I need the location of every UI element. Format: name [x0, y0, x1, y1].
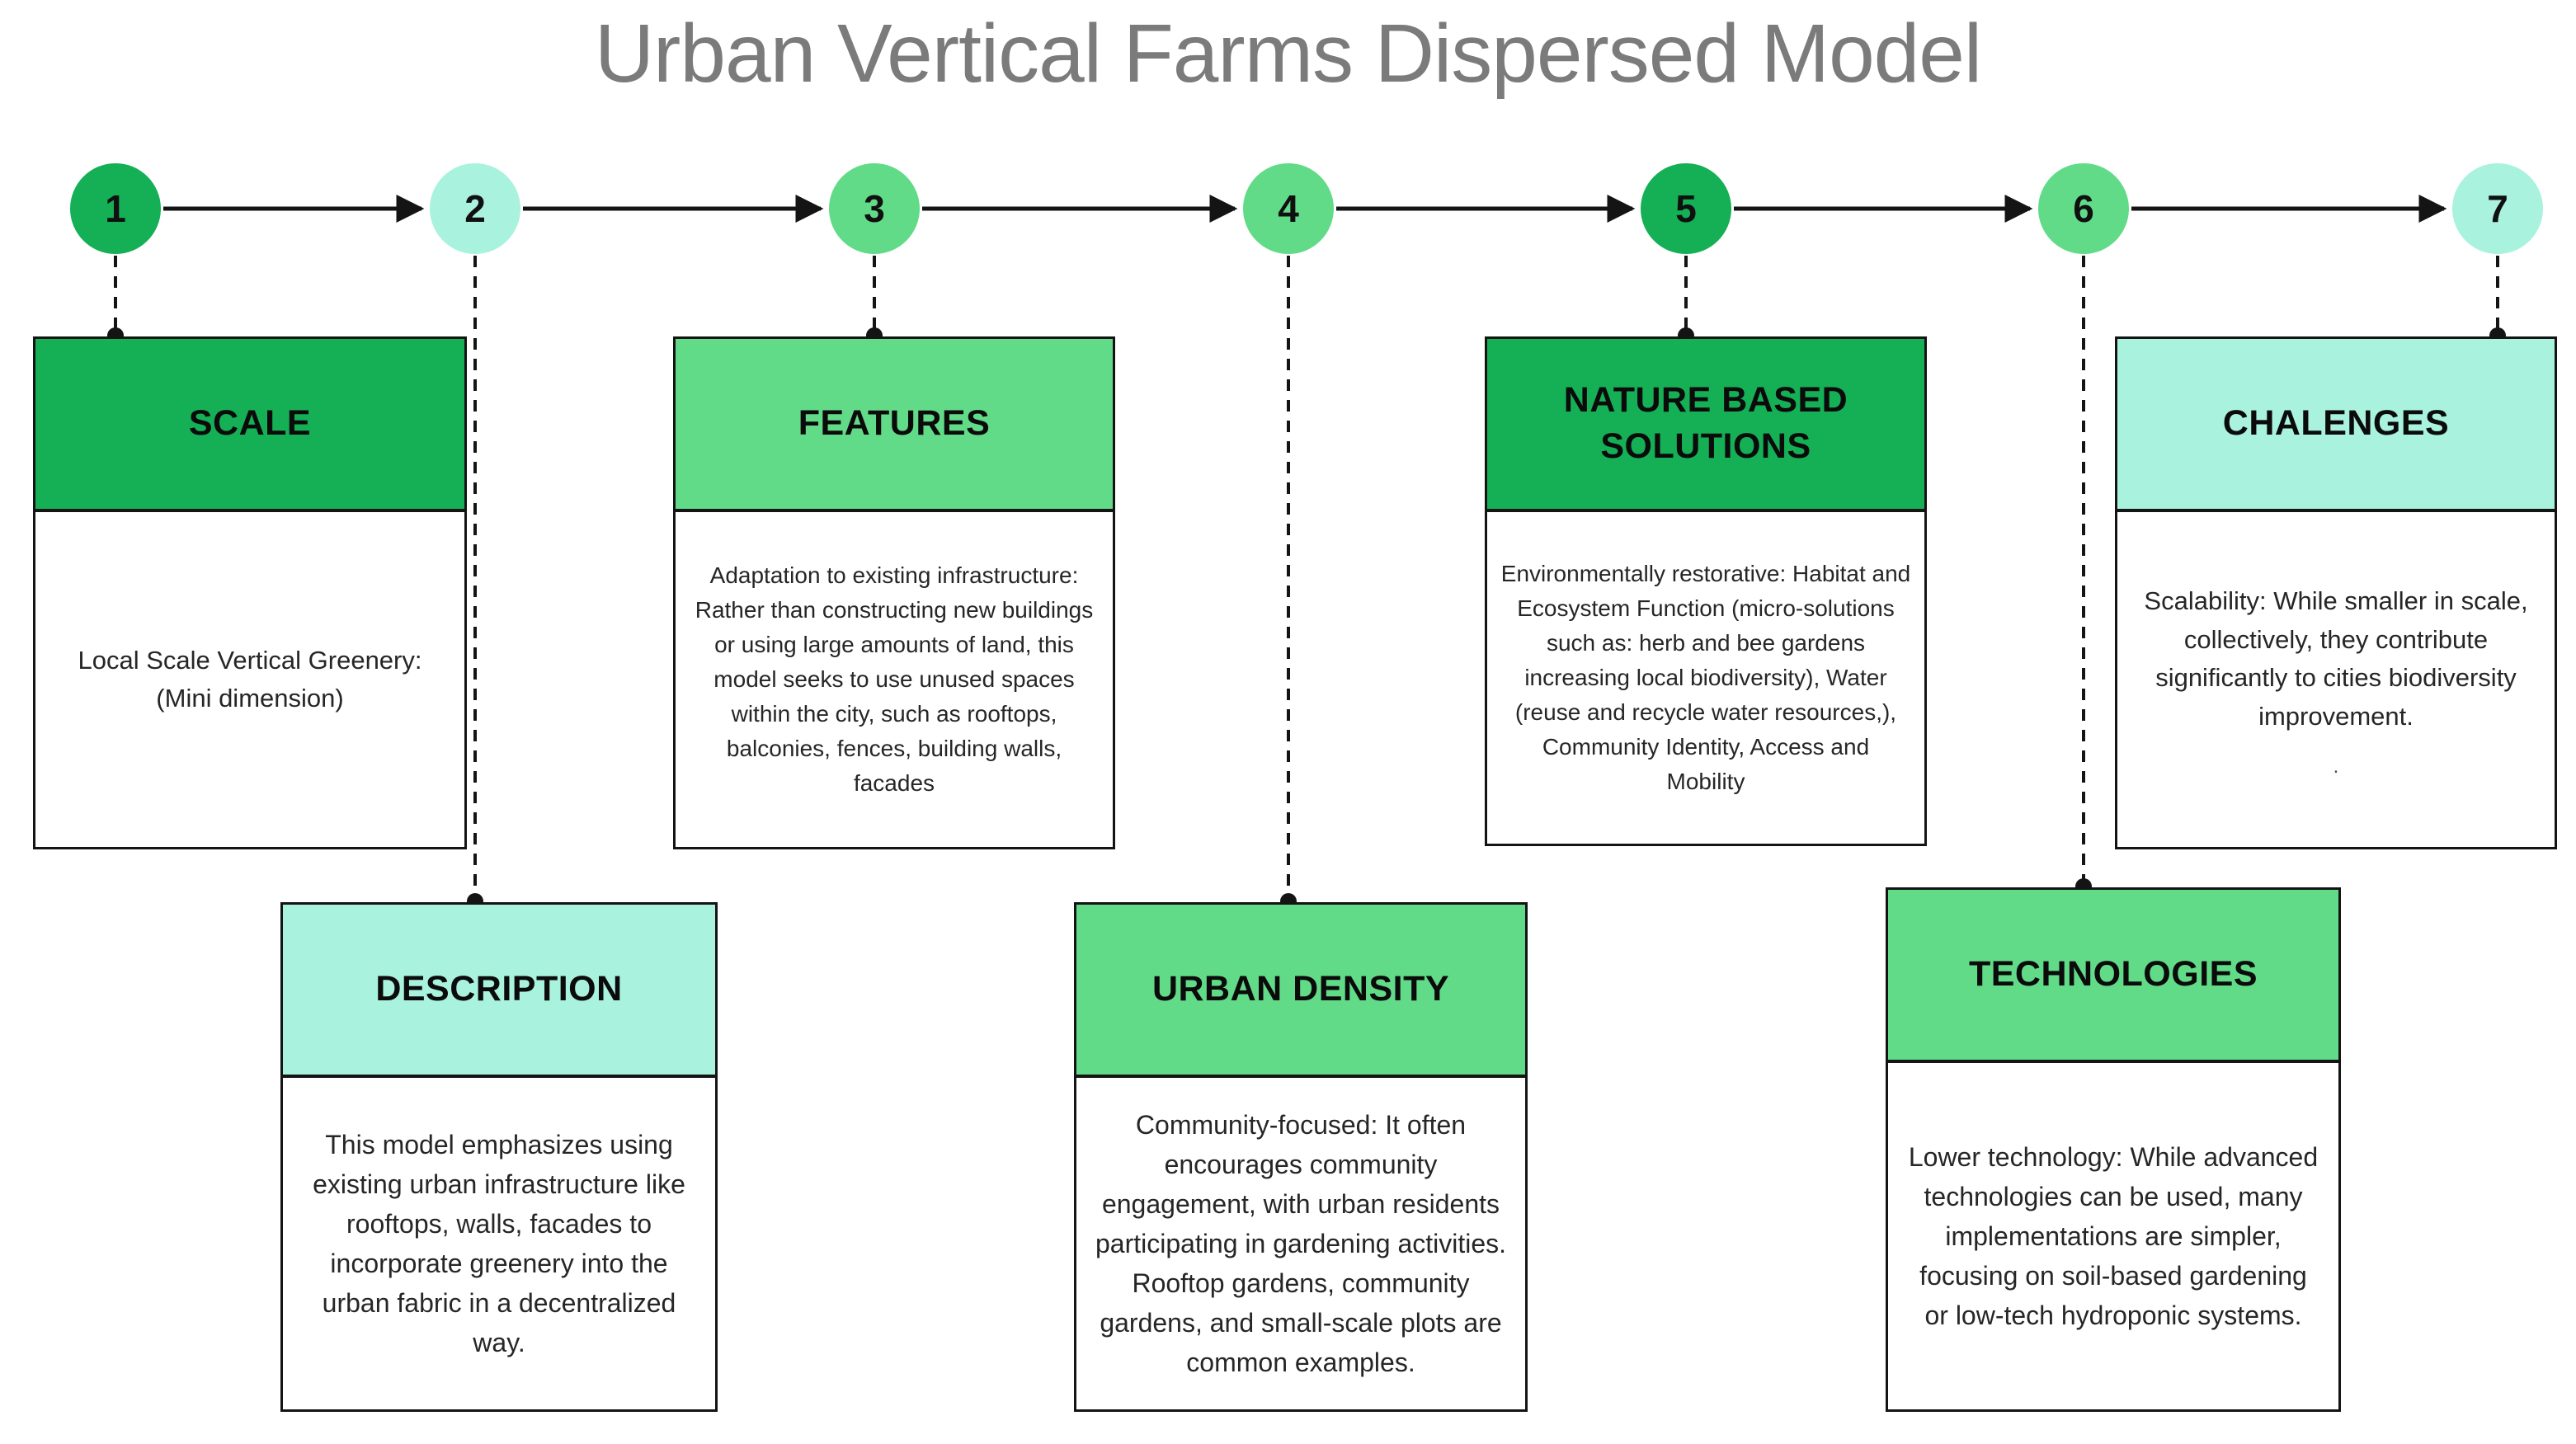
card-urban-density-text: Community-focused: It often encourages c…: [1095, 1110, 1507, 1377]
step-number-5: 5: [1675, 187, 1697, 230]
card-description-body: This model emphasizes using existing urb…: [283, 1078, 715, 1409]
card-urban-density: URBAN DENSITY Community-focused: It ofte…: [1074, 902, 1528, 1412]
card-features-title: FEATURES: [798, 403, 991, 444]
card-technologies: TECHNOLOGIES Lower technology: While adv…: [1886, 887, 2341, 1412]
step-circle-5: 5: [1641, 163, 1731, 254]
card-scale-title: SCALE: [188, 403, 312, 444]
card-nature-based-solutions: NATURE BASED SOLUTIONS Environmentally r…: [1485, 336, 1927, 846]
card-description-title: DESCRIPTION: [375, 969, 623, 1009]
card-chalenges-text: Scalability: While smaller in scale, col…: [2144, 586, 2528, 731]
card-features-body: Adaptation to existing infrastructure: R…: [676, 512, 1113, 847]
card-technologies-title: TECHNOLOGIES: [1968, 954, 2258, 995]
card-urban-density-header: URBAN DENSITY: [1076, 905, 1525, 1078]
step-number-4: 4: [1278, 187, 1299, 230]
card-technologies-text: Lower technology: While advanced technol…: [1908, 1142, 2319, 1330]
card-urban-density-title: URBAN DENSITY: [1151, 969, 1450, 1009]
card-description-header: DESCRIPTION: [283, 905, 715, 1078]
card-chalenges: CHALENGES Scalability: While smaller in …: [2115, 336, 2557, 849]
step-number-7: 7: [2487, 187, 2508, 230]
step-circle-7: 7: [2452, 163, 2543, 254]
card-scale-header: SCALE: [35, 339, 464, 512]
card-features-text: Adaptation to existing infrastructure: R…: [695, 562, 1094, 796]
card-scale-text: Local Scale Vertical Greenery: (Mini dim…: [78, 645, 422, 713]
step-number-6: 6: [2073, 187, 2094, 230]
diagram-title: Urban Vertical Farms Dispersed Model: [594, 7, 1982, 100]
card-scale: SCALE Local Scale Vertical Greenery: (Mi…: [33, 336, 467, 849]
card-chalenges-body: Scalability: While smaller in scale, col…: [2117, 512, 2555, 847]
card-description-text: This model emphasizes using existing urb…: [313, 1130, 685, 1357]
card-nature-based-solutions-title: NATURE BASED SOLUTIONS: [1563, 380, 1848, 466]
step-number-2: 2: [464, 187, 486, 230]
card-technologies-body: Lower technology: While advanced technol…: [1888, 1063, 2338, 1409]
card-urban-density-body: Community-focused: It often encourages c…: [1076, 1078, 1525, 1409]
step-circle-4: 4: [1243, 163, 1334, 254]
step-circle-3: 3: [829, 163, 920, 254]
card-chalenges-note: .: [2333, 755, 2339, 778]
card-features: FEATURES Adaptation to existing infrastr…: [673, 336, 1115, 849]
step-circle-1: 1: [70, 163, 161, 254]
card-nature-based-solutions-text: Environmentally restorative: Habitat and…: [1500, 561, 1911, 794]
card-chalenges-header: CHALENGES: [2117, 339, 2555, 512]
card-features-header: FEATURES: [676, 339, 1113, 512]
card-nature-based-solutions-body: Environmentally restorative: Habitat and…: [1487, 512, 1924, 844]
step-circle-2: 2: [430, 163, 520, 254]
card-description: DESCRIPTION This model emphasizes using …: [280, 902, 718, 1412]
step-number-1: 1: [105, 187, 126, 230]
card-nature-based-solutions-header: NATURE BASED SOLUTIONS: [1487, 339, 1924, 512]
card-technologies-header: TECHNOLOGIES: [1888, 890, 2338, 1063]
step-number-3: 3: [864, 187, 885, 230]
card-chalenges-title: CHALENGES: [2222, 403, 2450, 444]
card-scale-body: Local Scale Vertical Greenery: (Mini dim…: [35, 512, 464, 847]
step-circle-6: 6: [2038, 163, 2129, 254]
